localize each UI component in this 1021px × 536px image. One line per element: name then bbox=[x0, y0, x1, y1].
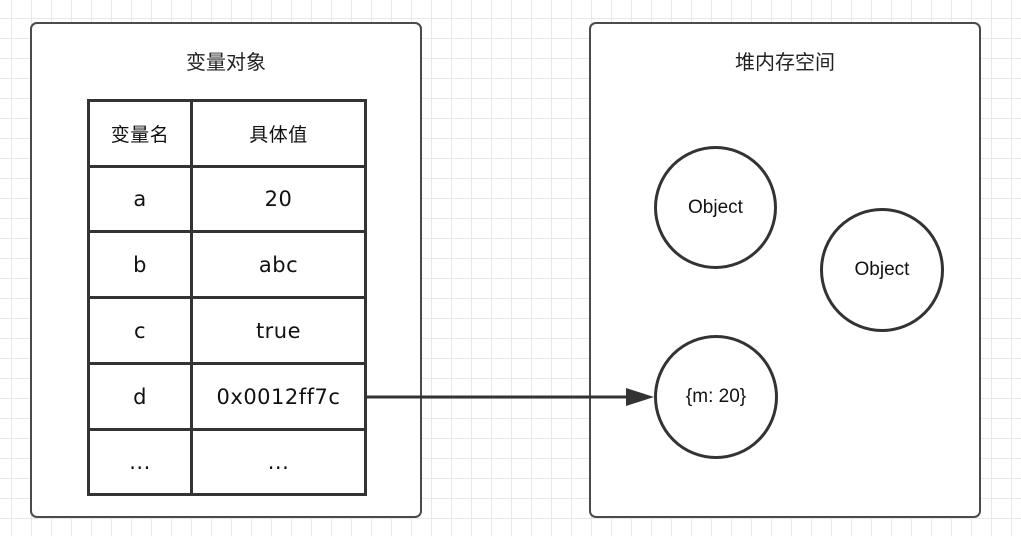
heap-object-m20: {m: 20} bbox=[654, 335, 778, 459]
row-b-value-cell: abc bbox=[190, 230, 367, 299]
row-ellipsis-value-cell: ... bbox=[190, 428, 367, 496]
row-b-name-cell: b bbox=[87, 230, 193, 299]
row-a-value-cell: 20 bbox=[190, 165, 367, 233]
heap-memory-title: 堆内存空间 bbox=[735, 50, 835, 74]
row-ellipsis-name-cell: ... bbox=[87, 428, 193, 496]
row-c-name-cell: c bbox=[87, 296, 193, 365]
header-name-cell: 变量名 bbox=[87, 99, 193, 168]
row-c-value-cell: true bbox=[190, 296, 367, 365]
heap-object-2: Object bbox=[820, 208, 944, 332]
row-a-name-cell: a bbox=[87, 165, 193, 233]
row-d-name-cell: d bbox=[87, 362, 193, 431]
variable-object-title: 变量对象 bbox=[186, 50, 266, 74]
header-value-cell: 具体值 bbox=[190, 99, 367, 168]
row-d-value-cell: 0x0012ff7c bbox=[190, 362, 367, 431]
heap-object-1: Object bbox=[654, 146, 777, 269]
